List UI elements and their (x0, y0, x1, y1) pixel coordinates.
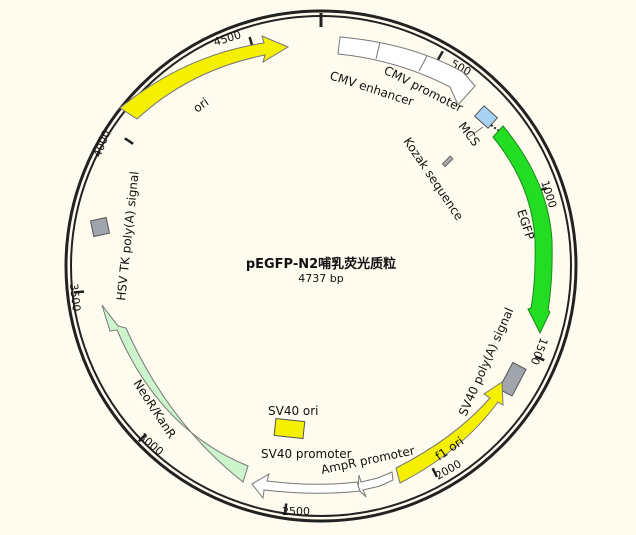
tick-label-1500: 1500 (528, 336, 551, 367)
plasmid-size: 4737 bp (298, 272, 343, 285)
label-sv40-polya: SV40 poly(A) signal (456, 305, 516, 418)
label-sv40-promoter: SV40 promoter (261, 447, 352, 461)
cmv-divider (375, 41, 381, 60)
hsv-tk-polya-shape (89, 216, 111, 238)
sv40-ori-shape (273, 418, 306, 440)
plasmid-name: pEGFP-N2哺乳荧光质粒 (246, 256, 396, 272)
label-sv40-ori: SV40 ori (268, 404, 319, 418)
f1-ori-arrow-shape (395, 381, 504, 484)
cmv-divider-2 (418, 55, 428, 72)
tick-1500 (534, 355, 545, 362)
cmv-arrow-shape (337, 36, 476, 106)
sv40-promoter-arrow-shape (251, 472, 361, 500)
tick-4000 (124, 137, 134, 145)
label-ori: ori (191, 95, 212, 116)
tick-2000 (431, 467, 439, 478)
mcs-shape (473, 105, 499, 129)
kozak-shape (441, 155, 454, 168)
sv40-polya-shape (498, 361, 527, 397)
egfp-arrow-shape (492, 125, 553, 335)
tick-label-3500: 3500 (67, 283, 83, 312)
backbone-outer-ring (64, 9, 578, 523)
tick-3000 (137, 433, 147, 443)
tick-label-4500: 4500 (212, 28, 243, 49)
mcs-leader (468, 126, 484, 138)
tick-label-4000: 4000 (91, 128, 114, 159)
tick-3500 (73, 290, 85, 294)
tick-2500 (283, 503, 288, 514)
ori-arrow-shape (119, 35, 290, 120)
ampr-promoter-arrow-shape (357, 471, 394, 498)
label-kozak: Kozak sequence (401, 135, 467, 223)
tick-500 (436, 50, 444, 61)
label-mcs: MCS (456, 119, 483, 148)
tick-label-2500: 2500 (282, 505, 310, 518)
label-hsv-tk-polya: HSV TK poly(A) signal (114, 171, 142, 302)
neor-kanr-arrow-shape (101, 304, 249, 483)
